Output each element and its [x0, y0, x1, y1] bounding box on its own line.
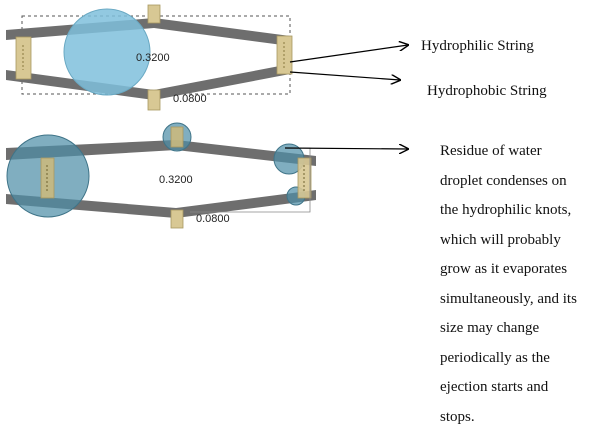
- knot-bottom-center: [171, 210, 183, 228]
- description-line: ejection starts and: [440, 373, 600, 403]
- gap-label-top: 0.0800: [173, 93, 207, 105]
- annotation-arrows: [285, 45, 408, 149]
- hydrophilic-string-label: Hydrophilic String: [421, 38, 534, 54]
- width-label-top: 0.3200: [136, 52, 170, 64]
- description-line: periodically as the: [440, 344, 600, 374]
- residue-arrow: [285, 148, 408, 149]
- description-line: simultaneously, and its: [440, 285, 600, 315]
- description-line: Residue of water: [440, 137, 600, 167]
- top-panel: 0.3200 0.0800: [6, 5, 292, 110]
- knot-bottom-center: [148, 90, 160, 110]
- description-line: the hydrophilic knots,: [440, 196, 600, 226]
- knot-top-center: [148, 5, 160, 23]
- description-line: which will probably: [440, 226, 600, 256]
- hydrophobic-string-label: Hydrophobic String: [427, 83, 547, 99]
- hydrophilic-arrow: [290, 45, 408, 62]
- gap-label-bottom: 0.0800: [196, 213, 230, 225]
- hydrophobic-arrow: [290, 72, 400, 80]
- residue-description: Residue of water droplet condenses on th…: [440, 137, 600, 432]
- description-line: droplet condenses on: [440, 167, 600, 197]
- width-label-bottom: 0.3200: [159, 174, 193, 186]
- description-line: stops.: [440, 403, 600, 432]
- description-line: grow as it evaporates: [440, 255, 600, 285]
- knot-top-center: [171, 127, 183, 147]
- description-line: size may change: [440, 314, 600, 344]
- bottom-panel: 0.3200 0.0800: [6, 123, 316, 228]
